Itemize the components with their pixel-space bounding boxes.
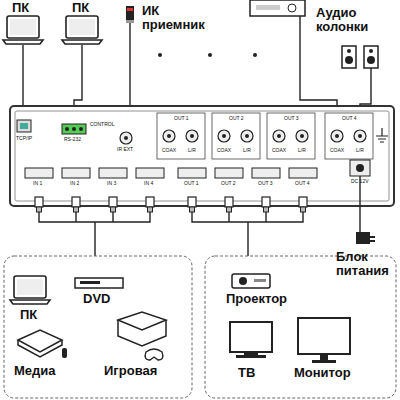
device-label: Аудио колонки [316,6,396,33]
power-adapter [356,232,375,244]
source-icons [10,276,166,360]
port-label: L/R [243,148,251,153]
port-label: COAX [272,148,286,153]
device-label: Медиа [14,364,56,378]
dots [158,53,257,57]
port-label: OUT 2 [229,116,244,121]
device-label: Проектор [226,292,287,306]
port-label: IR EXT [117,147,133,152]
port-label: TCP/IP [16,136,32,141]
hdmi-cables [39,176,360,256]
display-icons [230,274,350,363]
display-group [205,256,396,398]
port-label: OUT 4 [295,181,310,186]
port-label: OUT 4 [342,116,357,121]
port-label: OUT 1 [184,181,199,186]
port-label: OUT 1 [174,116,189,121]
port-label: RS-232 [64,137,81,142]
port-label: OUT 3 [258,181,273,186]
device-panel [10,106,394,206]
port-label: L/R [356,148,364,153]
port-label: IN 2 [70,181,79,186]
port-label: OUT 3 [284,116,299,121]
av-receiver [250,0,305,16]
device-label: Игровая [104,364,157,378]
device-label: ИК приемник [142,4,214,31]
device-label: Блок питания [336,250,396,277]
device-label: Монитор [294,366,351,380]
hdmi-plug [35,197,307,212]
port-label: IN 4 [144,181,153,186]
port-label: CONTROL [90,122,114,127]
source-group [4,256,192,398]
laptop-icon [3,16,102,44]
port-label: L/R [298,148,306,153]
port-label: DC 12V [351,179,369,184]
device-label: ПК [20,308,37,322]
port-label: COAX [217,148,231,153]
device-label: ПК [12,1,29,15]
ir-receiver [126,6,134,23]
port-label: COAX [330,148,344,153]
port-label: IN 3 [107,181,116,186]
port-label: L/R [188,148,196,153]
port-label: IN 1 [33,181,42,186]
port-label: OUT 2 [221,181,236,186]
device-label: DVD [83,292,110,306]
device-label: ТВ [238,366,255,380]
port-label: COAX [162,148,176,153]
speakers [342,46,378,68]
device-label: ПК [72,1,89,15]
